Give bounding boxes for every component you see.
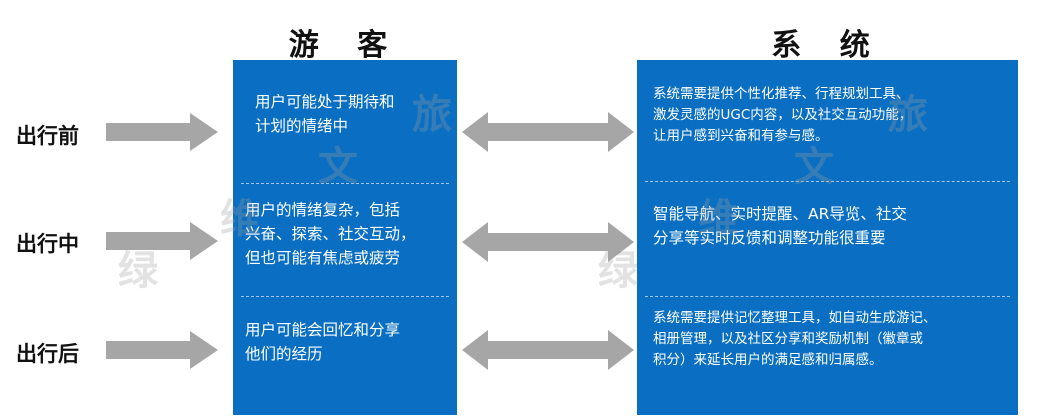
tourist-text-during: 用户的情绪复杂，包括 兴奋、探索、社交互动， 但也可能有焦虑或疲劳	[245, 201, 416, 268]
system-divider	[645, 296, 1010, 297]
right-arrow-icon	[106, 113, 218, 151]
right-arrow-icon	[106, 331, 218, 369]
tourist-divider	[241, 296, 449, 297]
system-text-before: 系统需要提供个性化推荐、行程规划工具、 激发灵感的UGC内容，以及社交互动功能，…	[653, 86, 913, 144]
tourist-panel: 用户可能处于期待和 计划的情绪中 用户的情绪复杂，包括 兴奋、探索、社交互动， …	[233, 60, 457, 415]
phase-label-after: 出行后	[16, 342, 79, 366]
double-arrow-icon	[462, 112, 634, 152]
tourist-divider	[241, 183, 449, 184]
tourist-text-before: 用户可能处于期待和 计划的情绪中	[255, 93, 395, 136]
double-arrow-icon	[462, 222, 634, 262]
system-text-after: 系统需要提供记忆整理工具，如自动生成游记、 相册管理，以及社区分享和奖励机制（徽…	[653, 310, 937, 368]
tourist-text-after: 用户可能会回忆和分享 他们的经历	[245, 321, 401, 364]
system-panel: 系统需要提供个性化推荐、行程规划工具、 激发灵感的UGC内容，以及社交互动功能，…	[637, 60, 1018, 415]
system-divider	[645, 181, 1010, 182]
tourist-column-title: 游 客	[288, 28, 402, 63]
double-arrow-icon	[462, 330, 634, 370]
phase-label-during: 出行中	[16, 232, 79, 256]
system-column-title: 系 统	[771, 28, 884, 63]
phase-label-before: 出行前	[16, 124, 79, 148]
right-arrow-icon	[106, 222, 218, 260]
system-text-during: 智能导航、实时提醒、AR导览、社交 分享等实时反馈和调整功能很重要	[653, 205, 907, 248]
